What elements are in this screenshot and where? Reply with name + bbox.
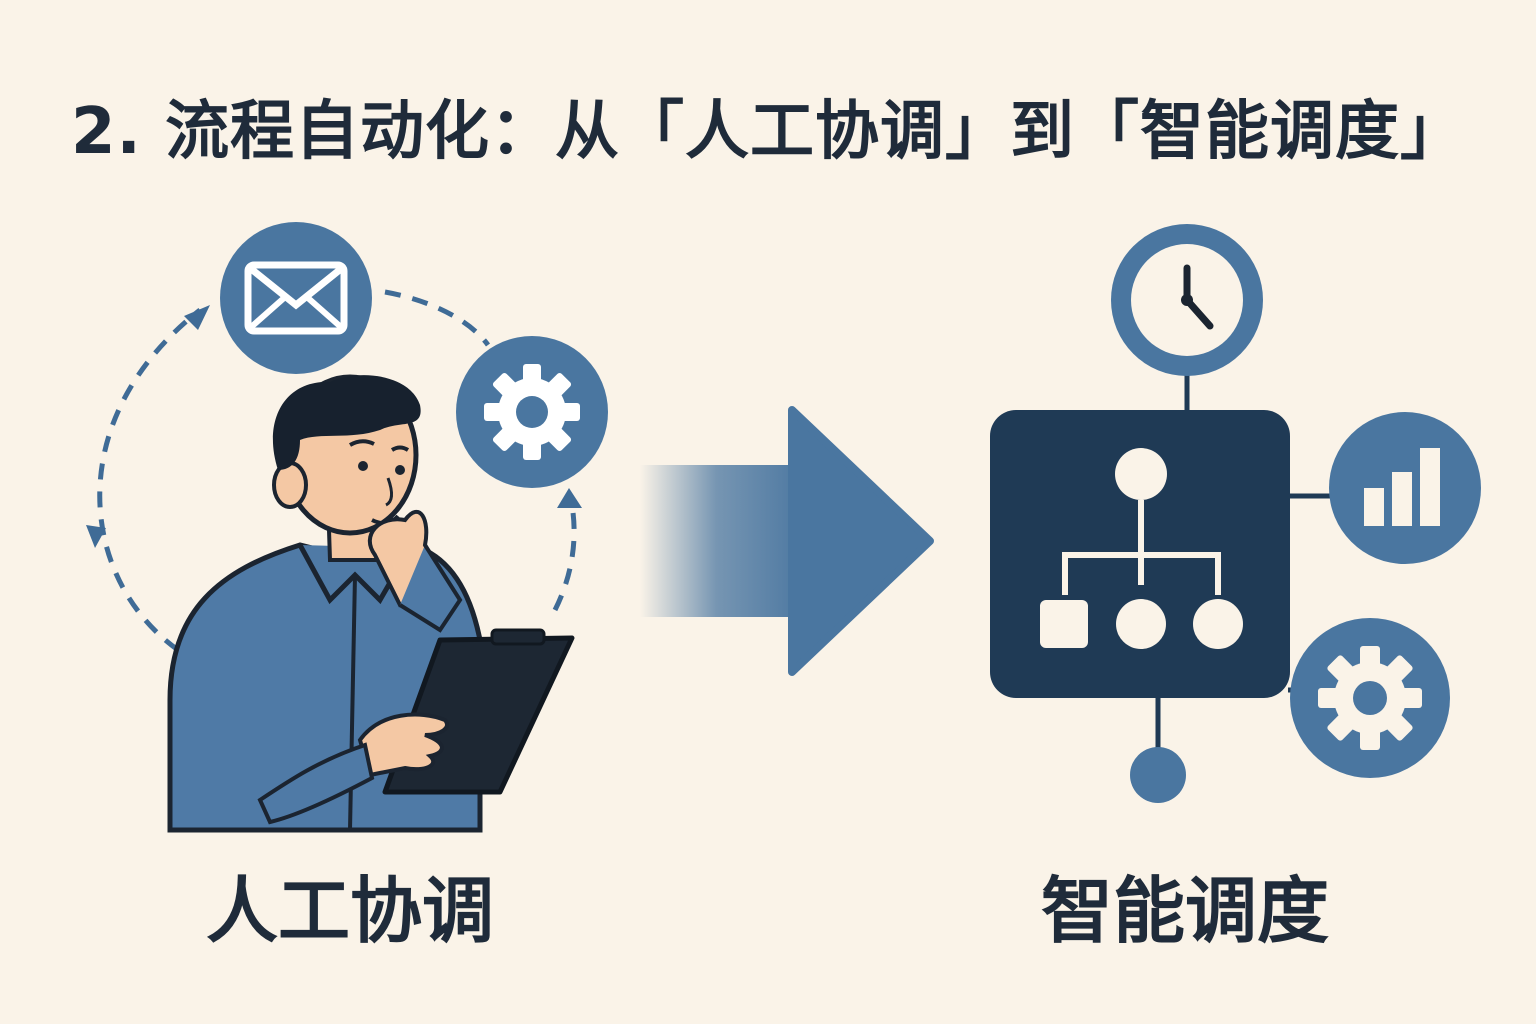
hierarchy-icon [990, 410, 1290, 698]
gear-icon-right [1290, 618, 1450, 778]
clock-icon [1111, 224, 1263, 376]
page-title: 2. 流程自动化：从「人工协调」到「智能调度」 [70, 95, 1466, 169]
cycle-arrows [97, 289, 577, 653]
manual-coordination-label: 人工协调 [205, 869, 494, 953]
smart-scheduling-label: 智能调度 [1040, 869, 1329, 953]
transition-arrow [640, 406, 934, 676]
person-illustration [167, 374, 575, 833]
gear-icon [456, 336, 608, 488]
envelope-icon [220, 222, 372, 374]
cycle-arrowheads [86, 305, 582, 548]
bottom-node [1130, 747, 1186, 803]
bar-chart-icon [1329, 412, 1481, 564]
